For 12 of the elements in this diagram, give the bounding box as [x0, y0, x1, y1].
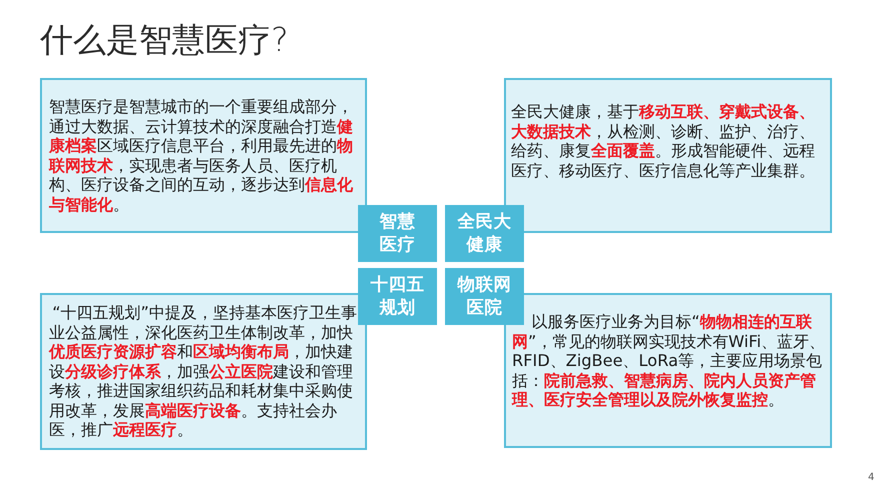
topic-tile: 全民大健康: [445, 205, 524, 262]
page-number: 4: [868, 472, 874, 484]
description-text: “十四五规划”中提及，坚持基本医疗卫生事业公益属性，深化医药卫生体制改革，加快优质医疗资源扩容和区域均衡布局，加快建设分级诊疗体系，加强公立医院建设和管理考核，推进国家组织药品和耗材集中采购使用改革，发展高端医疗设备。支持社会办医，推广远程医疗。: [49, 303, 358, 440]
info-panel: [40, 293, 367, 450]
description-text: 智慧医疗是智慧城市的一个重要组成部分，通过大数据、云计算技术的深度融合打造健康档案区域医疗信息平台，利用最先进的物联网技术，实现患者与医务人员、医疗机构、医疗设备之间的互动，逐步达到信息化与智能化。: [49, 97, 354, 214]
info-panel: [504, 293, 832, 448]
topic-tile: 智慧医疗: [358, 205, 437, 262]
topic-tile: 物联网医院: [445, 268, 524, 325]
info-panel: [40, 78, 367, 233]
topic-tile: 十四五规划: [358, 268, 437, 325]
description-text: 全民大健康，基于移动互联、穿戴式设备、大数据技术，从检测、诊断、监护、治疗、给药、康复全面覆盖。形成智能硬件、远程医疗、移动医疗、医疗信息化等产业集群。: [511, 102, 816, 180]
slide-title: 什么是智慧医疗?: [40, 20, 289, 60]
